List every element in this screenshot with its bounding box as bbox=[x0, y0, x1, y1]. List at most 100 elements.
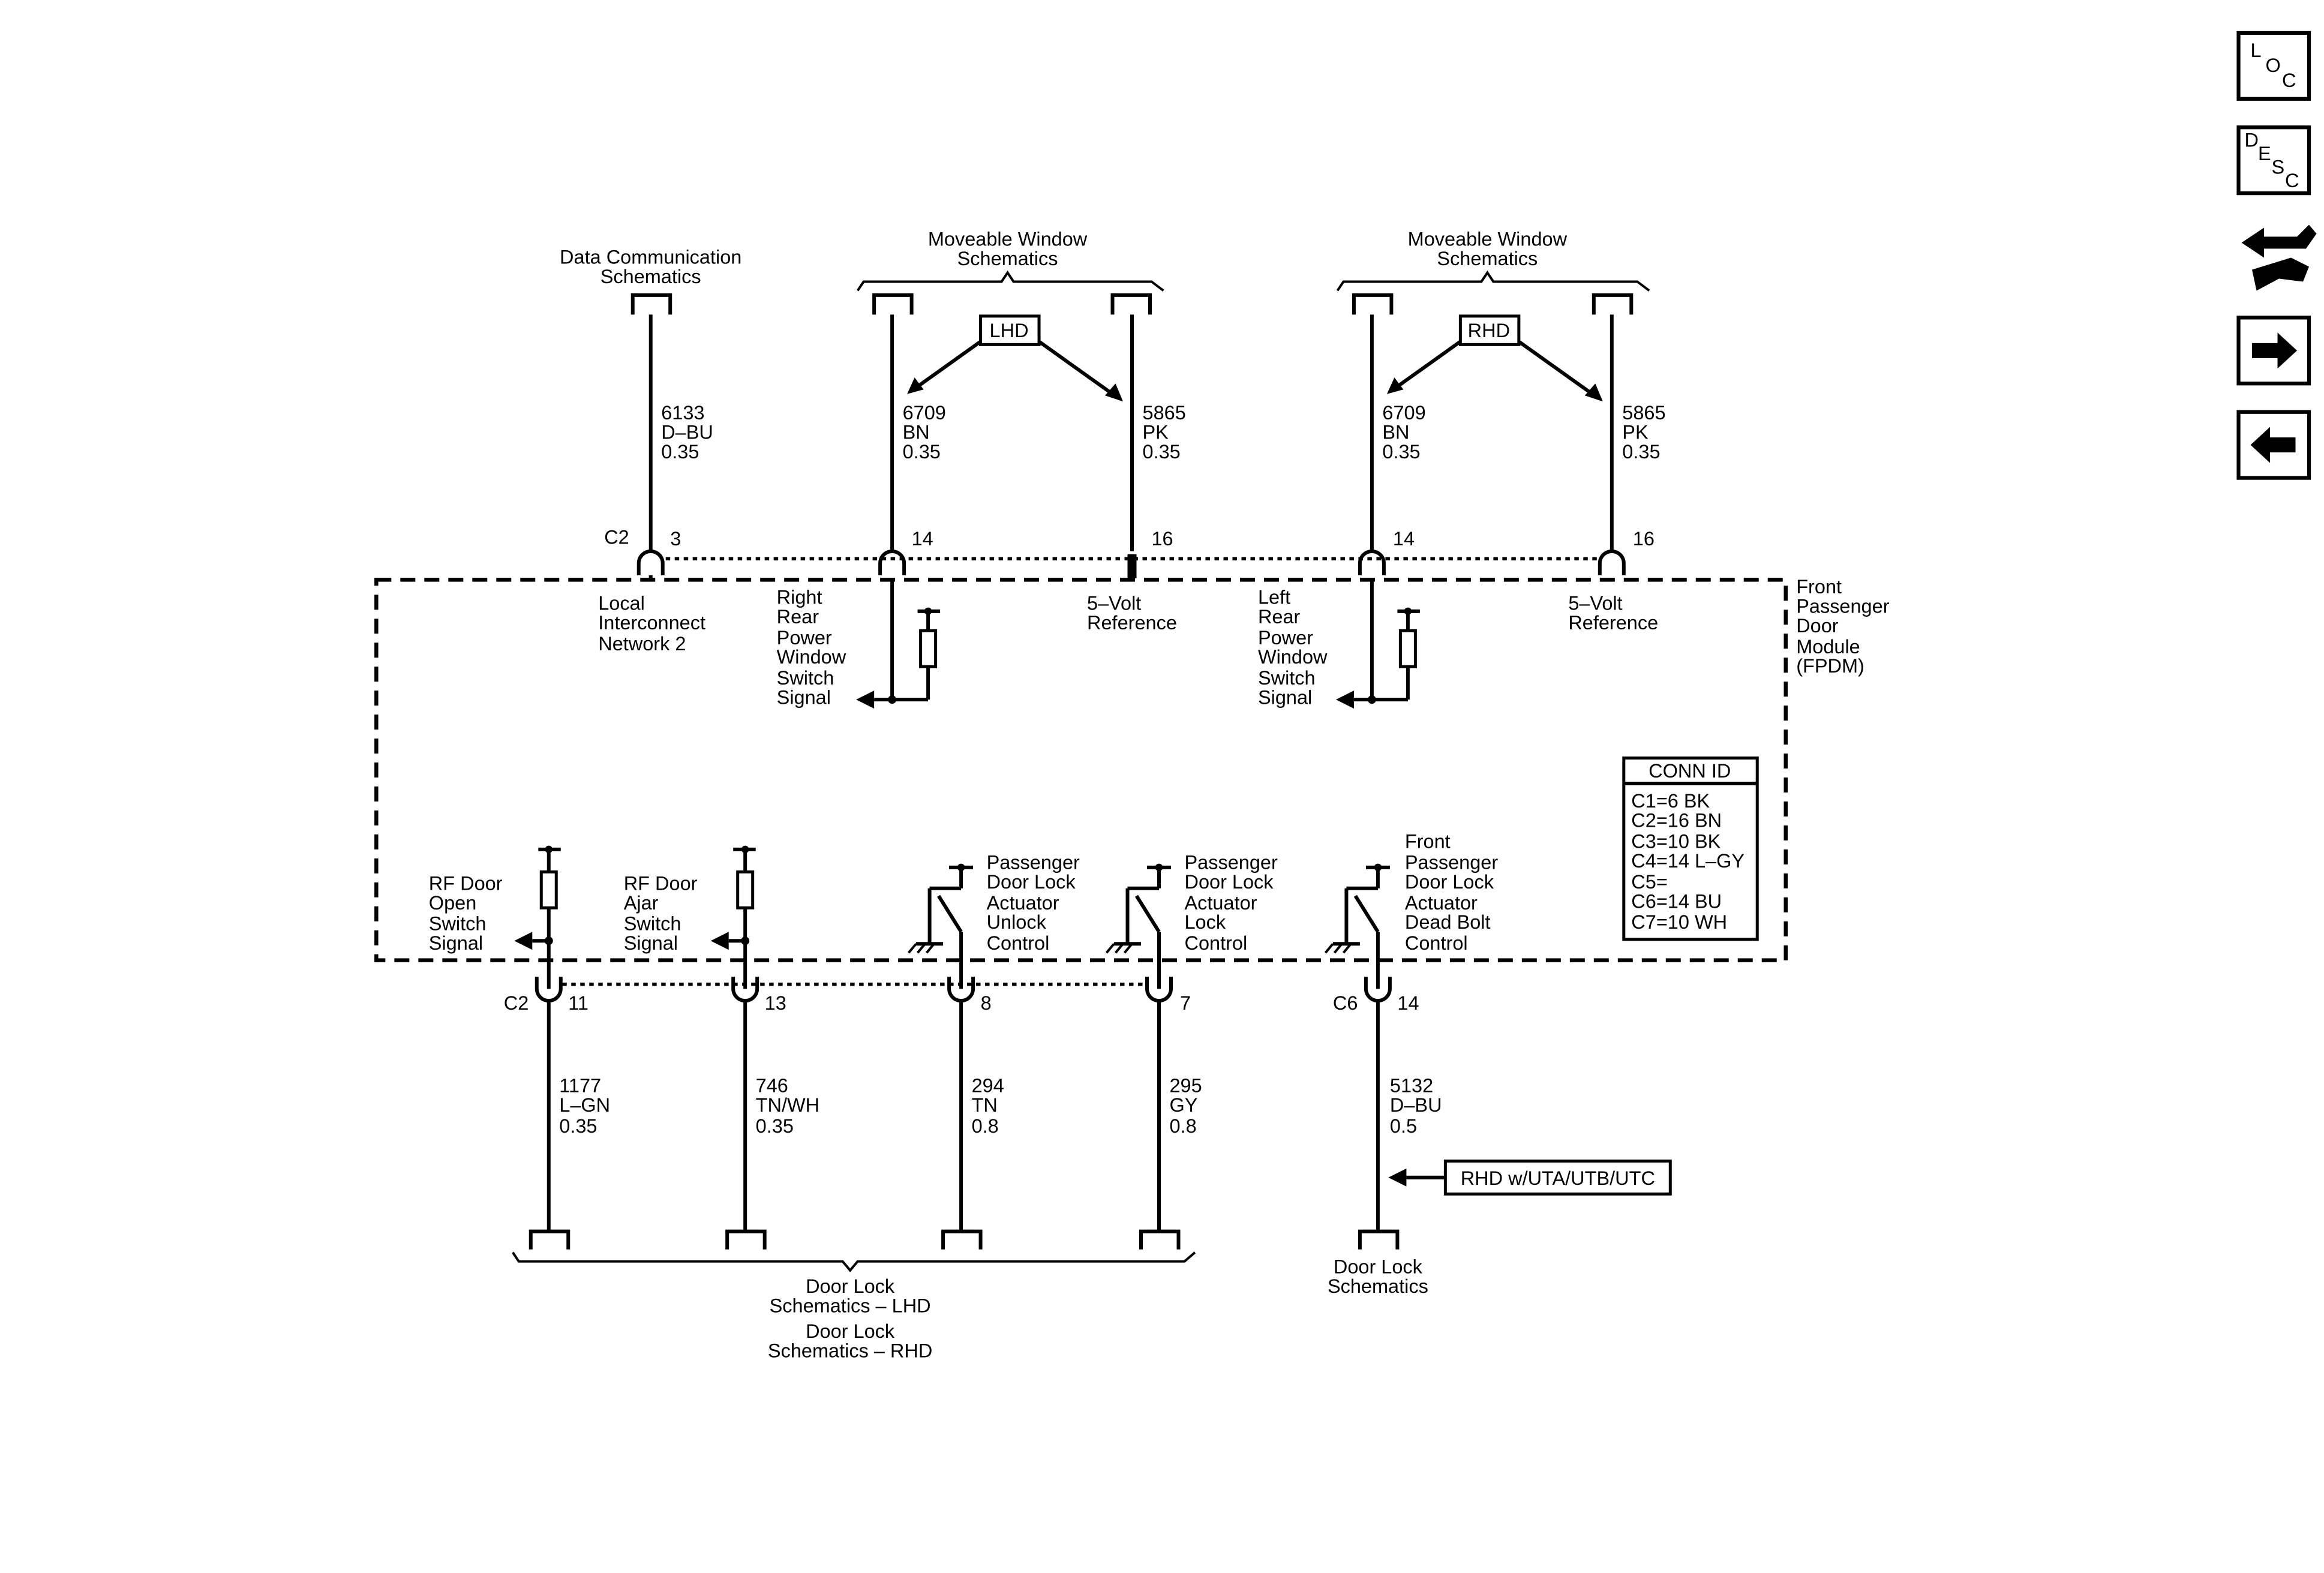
svg-text:6133: 6133 bbox=[661, 402, 704, 424]
svg-text:Passenger: Passenger bbox=[987, 851, 1080, 873]
svg-text:1177: 1177 bbox=[559, 1074, 601, 1096]
fpdm-module-title: Front Passenger Door Module (FPDM) bbox=[1796, 576, 1889, 677]
svg-text:Reference: Reference bbox=[1568, 612, 1658, 634]
svg-text:13: 13 bbox=[765, 992, 786, 1014]
svg-text:7: 7 bbox=[1180, 992, 1191, 1014]
desc-button[interactable]: D E S C bbox=[2236, 125, 2311, 196]
svg-text:D: D bbox=[2245, 130, 2259, 151]
svg-text:C3=10 BK: C3=10 BK bbox=[1631, 830, 1721, 852]
svg-text:PK: PK bbox=[1622, 422, 1649, 443]
wire-6133[interactable]: 6133 D–BU 0.35 bbox=[648, 314, 713, 551]
svg-text:LHD: LHD bbox=[990, 320, 1029, 341]
svg-text:0.35: 0.35 bbox=[1143, 441, 1181, 463]
svg-text:Actuator: Actuator bbox=[1184, 892, 1257, 914]
svg-text:Front: Front bbox=[1796, 576, 1842, 598]
svg-text:Network 2: Network 2 bbox=[598, 633, 686, 655]
svg-text:C4=14 L–GY: C4=14 L–GY bbox=[1631, 850, 1744, 872]
svg-text:C7=10 WH: C7=10 WH bbox=[1631, 911, 1727, 933]
svg-text:RF Door: RF Door bbox=[624, 872, 698, 894]
fpdm-module[interactable] bbox=[374, 578, 1788, 962]
svg-text:L–GN: L–GN bbox=[559, 1094, 610, 1116]
svg-text:C: C bbox=[2282, 70, 2296, 91]
svg-text:Front: Front bbox=[1405, 830, 1451, 852]
svg-text:5–Volt: 5–Volt bbox=[1087, 592, 1141, 614]
rhd-option-box: RHD bbox=[1386, 314, 1603, 402]
svg-text:Window: Window bbox=[777, 646, 846, 668]
door-lock-schematics-destination-group[interactable]: Door Lock Schematics – LHD Door Lock Sch… bbox=[512, 1229, 1196, 1362]
svg-text:Schematics – LHD: Schematics – LHD bbox=[770, 1295, 931, 1317]
svg-text:Interconnect: Interconnect bbox=[598, 612, 705, 634]
door-lock-schematics-destination[interactable]: Door Lock Schematics bbox=[1328, 1229, 1428, 1297]
moveable-window-destination-left[interactable]: Moveable Window Schematics bbox=[856, 229, 1164, 315]
svg-text:Signal: Signal bbox=[777, 687, 831, 709]
svg-text:Module: Module bbox=[1796, 636, 1860, 658]
svg-text:Door Lock: Door Lock bbox=[1184, 871, 1274, 893]
svg-text:Schematics: Schematics bbox=[957, 248, 1058, 269]
moveable-window-destination-right[interactable]: Moveable Window Schematics bbox=[1336, 229, 1650, 315]
previous-arrow-button[interactable] bbox=[2236, 410, 2311, 480]
svg-text:16: 16 bbox=[1152, 528, 1173, 550]
svg-text:6709: 6709 bbox=[903, 402, 946, 424]
wire-746[interactable]: 746 TN/WH 0.35 bbox=[743, 1001, 819, 1232]
wire-1177[interactable]: 1177 L–GN 0.35 bbox=[547, 1001, 610, 1232]
svg-text:Ajar: Ajar bbox=[624, 892, 659, 914]
wire-6709-lhd[interactable]: 6709 BN 0.35 bbox=[890, 314, 946, 551]
svg-text:Actuator: Actuator bbox=[1405, 892, 1478, 914]
svg-text:5865: 5865 bbox=[1622, 402, 1665, 424]
rhd-uta-utb-utc-option: RHD w/UTA/UTB/UTC bbox=[1388, 1159, 1672, 1196]
svg-text:Door: Door bbox=[1796, 615, 1839, 637]
connector-c6: C6 14 bbox=[1333, 977, 1419, 1014]
svg-text:C2: C2 bbox=[504, 992, 529, 1014]
svg-text:Passenger: Passenger bbox=[1184, 851, 1277, 873]
loc-button[interactable]: L O C bbox=[2236, 31, 2311, 101]
svg-text:C6=14 BU: C6=14 BU bbox=[1631, 890, 1722, 912]
svg-text:Data Communication: Data Communication bbox=[560, 247, 741, 268]
wire-6709-rhd[interactable]: 6709 BN 0.35 bbox=[1370, 314, 1426, 551]
svg-text:Door Lock: Door Lock bbox=[806, 1320, 895, 1342]
conn-id-table: CONN ID C1=6 BK C2=16 BN C3=10 BK C4=14 … bbox=[1622, 757, 1759, 941]
door-lock-lock-control: Passenger Door Lock Actuator Lock Contro… bbox=[1105, 851, 1278, 989]
svg-text:8: 8 bbox=[981, 992, 992, 1014]
svg-text:Dead Bolt: Dead Bolt bbox=[1405, 911, 1491, 933]
next-arrow-button[interactable] bbox=[2236, 316, 2311, 386]
svg-text:C1=6 BK: C1=6 BK bbox=[1631, 790, 1710, 812]
svg-text:Right: Right bbox=[777, 586, 822, 608]
svg-text:0.35: 0.35 bbox=[559, 1115, 597, 1137]
arrow-left-icon bbox=[2250, 427, 2296, 463]
svg-text:CONN ID: CONN ID bbox=[1649, 760, 1731, 782]
connector-c2-top: C2 3 14 16 14 16 bbox=[604, 526, 1655, 581]
svg-text:Passenger: Passenger bbox=[1405, 851, 1498, 873]
svg-text:Signal: Signal bbox=[624, 932, 678, 954]
wire-5865-rhd[interactable]: 5865 PK 0.35 bbox=[1610, 314, 1666, 551]
wire-5132[interactable]: 5132 D–BU 0.5 bbox=[1376, 1001, 1442, 1232]
svg-text:Control: Control bbox=[987, 932, 1050, 954]
svg-text:Moveable Window: Moveable Window bbox=[928, 229, 1088, 250]
svg-text:O: O bbox=[2266, 55, 2281, 76]
svg-text:GY: GY bbox=[1169, 1094, 1197, 1116]
svg-text:Unlock: Unlock bbox=[987, 911, 1047, 933]
wire-5865-lhd[interactable]: 5865 PK 0.35 bbox=[1130, 314, 1186, 551]
svg-text:0.35: 0.35 bbox=[1382, 441, 1420, 463]
right-rear-window-switch-signal: Right Rear Power Window Switch Signal bbox=[777, 578, 941, 709]
svg-text:C2=16 BN: C2=16 BN bbox=[1631, 809, 1722, 831]
svg-text:6709: 6709 bbox=[1382, 402, 1425, 424]
diagnostic-tool-icon[interactable] bbox=[2241, 224, 2317, 291]
svg-text:BN: BN bbox=[903, 422, 930, 443]
wire-294[interactable]: 294 TN 0.8 bbox=[959, 1001, 1004, 1232]
svg-text:Signal: Signal bbox=[1258, 687, 1312, 709]
arrow-right-icon bbox=[2252, 332, 2298, 369]
svg-text:D–BU: D–BU bbox=[1390, 1094, 1442, 1116]
svg-text:5865: 5865 bbox=[1143, 402, 1186, 424]
svg-text:Signal: Signal bbox=[429, 932, 483, 954]
svg-text:Schematics: Schematics bbox=[600, 266, 701, 287]
svg-text:PK: PK bbox=[1143, 422, 1169, 443]
svg-text:Window: Window bbox=[1258, 646, 1328, 668]
svg-text:0.35: 0.35 bbox=[1622, 441, 1660, 463]
svg-text:0.35: 0.35 bbox=[903, 441, 941, 463]
svg-text:Door Lock: Door Lock bbox=[987, 871, 1076, 893]
svg-text:Switch: Switch bbox=[624, 913, 681, 935]
data-comm-destination[interactable]: Data Communication Schematics bbox=[560, 247, 741, 315]
wire-295[interactable]: 295 GY 0.8 bbox=[1157, 1001, 1202, 1232]
svg-text:Left: Left bbox=[1258, 586, 1290, 608]
